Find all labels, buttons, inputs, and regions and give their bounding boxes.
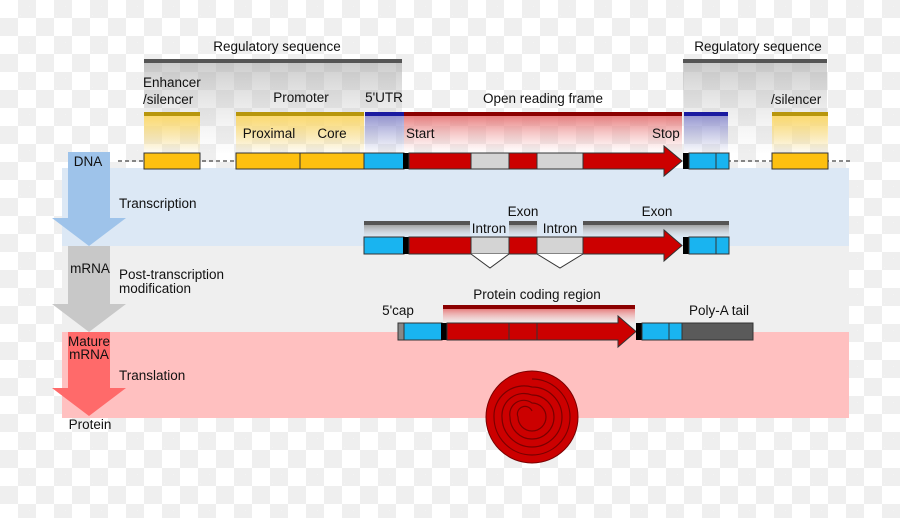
polya-tail-label: Poly-A tail	[688, 303, 750, 318]
dna-stop-codon	[683, 153, 689, 169]
premrna-intron1	[470, 236, 510, 255]
premrna-intron2	[536, 236, 584, 255]
premrna-utr3	[688, 236, 730, 255]
cap5-label: 5'cap	[382, 303, 414, 318]
promoter-bar	[236, 112, 364, 116]
protein-coding-fade	[443, 309, 635, 323]
premrna-right-fade	[583, 225, 729, 237]
silencer-right-label: /silencer	[771, 92, 822, 107]
dna-proximal	[235, 152, 301, 170]
mature-exon2	[508, 322, 538, 341]
proximal-label: Proximal	[242, 126, 296, 141]
dna-intron1	[470, 152, 510, 170]
core-label: Core	[317, 126, 347, 141]
translation-label: Translation	[119, 368, 186, 383]
dna-enhancer	[143, 152, 201, 170]
transcription-label: Transcription	[119, 196, 197, 211]
utr3-bar	[684, 112, 728, 116]
exon-label-1: Exon	[507, 204, 539, 219]
intron-label-1: Intron	[471, 221, 507, 236]
splice-mark-intron1	[470, 253, 510, 269]
orf-label: Open reading frame	[482, 91, 604, 106]
promoter-label: Promoter	[273, 90, 329, 105]
mature-mrna-stage-label: mRNA	[69, 347, 109, 362]
transcription-arrow	[52, 152, 126, 246]
regulatory-bar-right	[683, 59, 827, 63]
premrna-left-bar	[364, 221, 470, 225]
dna-intron2	[536, 152, 584, 170]
protein-coding-bar	[443, 305, 635, 309]
exon-label-2: Exon	[641, 204, 673, 219]
orf-bar	[404, 112, 682, 116]
premrna-utr5	[363, 236, 405, 255]
mature-utr3	[641, 322, 683, 341]
premrna-exon1	[408, 236, 472, 255]
stop-label: Stop	[652, 126, 680, 141]
premrna-right-bar	[583, 221, 729, 225]
dna-exon1	[408, 152, 472, 170]
mrna-stage-label: mRNA	[70, 261, 110, 276]
start-label: Start	[406, 126, 435, 141]
regulatory-sequence-left-label: Regulatory sequence	[213, 39, 341, 54]
promoter-fade	[236, 116, 364, 152]
enhancer-silencer-label: /silencer	[143, 92, 194, 107]
mature-stage-label: Mature	[67, 334, 111, 349]
premrna-left-fade	[364, 225, 470, 237]
protein-icon	[485, 370, 579, 464]
dna-start-codon	[403, 153, 409, 169]
premrna-exon3-arrow	[582, 228, 683, 263]
post-transcription-label: Post-transcription	[119, 267, 225, 282]
dna-utr3	[688, 152, 730, 170]
utr3-fade	[684, 116, 728, 152]
dna-exon2	[508, 152, 538, 170]
enhancer-label: Enhancer	[143, 75, 201, 90]
dna-core	[299, 152, 365, 170]
modification-arrow	[52, 246, 126, 332]
mature-band	[62, 332, 849, 418]
silencer-fade	[772, 116, 828, 152]
orf-fade	[404, 116, 682, 152]
silencer-bar	[772, 112, 828, 116]
mature-cap	[397, 322, 405, 341]
utr5-bar	[365, 112, 404, 116]
dna-stage-label: DNA	[73, 154, 103, 169]
premrna-exon2-bar	[509, 221, 537, 225]
splice-mark-intron2	[536, 253, 584, 269]
mature-utr5	[403, 322, 443, 341]
regulatory-bar-left	[144, 59, 402, 63]
enhancer-fade	[144, 116, 200, 152]
dna-exon3-arrow	[582, 144, 683, 178]
premrna-exon2-fade	[509, 225, 537, 237]
protein-stage-label: Protein	[68, 417, 112, 432]
mature-exon3-arrow	[536, 314, 637, 349]
premrna-stop	[683, 237, 689, 254]
dna-silencer	[771, 152, 829, 170]
regulatory-sequence-right-label: Regulatory sequence	[694, 39, 822, 54]
enhancer-bar	[144, 112, 200, 116]
modification-label: modification	[119, 281, 192, 296]
mature-exon1	[446, 322, 510, 341]
premrna-start	[403, 237, 409, 254]
utr5-fade	[365, 116, 404, 152]
intron-label-2: Intron	[542, 221, 578, 236]
mature-stop	[636, 323, 642, 340]
premrna-exon2	[508, 236, 538, 255]
protein-coding-region-label: Protein coding region	[473, 287, 601, 302]
mature-polya-tail	[681, 322, 754, 341]
translation-arrow	[52, 332, 126, 416]
mature-start	[441, 323, 447, 340]
utr5-label: 5'UTR	[365, 90, 403, 105]
dna-utr5	[363, 152, 405, 170]
